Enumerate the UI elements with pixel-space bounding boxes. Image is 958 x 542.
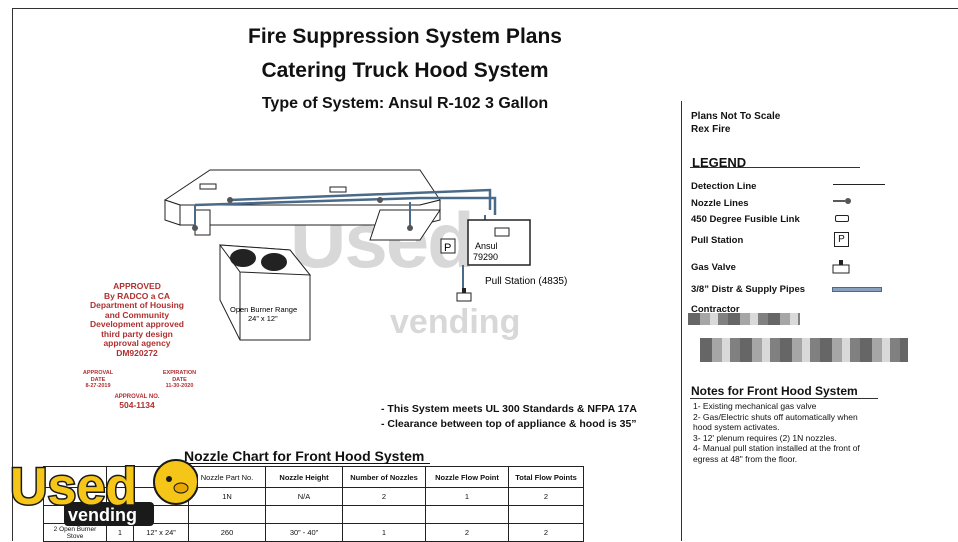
- legend-fusible-link: 450 Degree Fusible Link: [691, 214, 800, 225]
- table-header-row: Nozzle Part No. Nozzle Height Number of …: [43, 466, 584, 488]
- pipe-icon: [832, 287, 882, 292]
- range-size: 24” x 12”: [248, 314, 278, 323]
- cell: [265, 505, 343, 524]
- notes-title: Notes for Front Hood System: [691, 384, 858, 398]
- standards-note: - This System meets UL 300 Standards & N…: [381, 403, 637, 415]
- expiration-date-block: EXPIRATION DATE 11-30-2020: [157, 370, 202, 390]
- legend-title: LEGEND: [692, 155, 747, 170]
- pull-station-icon: P: [834, 232, 849, 247]
- nozzle-icon: [833, 198, 851, 204]
- cell: 1: [342, 523, 426, 542]
- page-border: [12, 8, 958, 541]
- cell: 2: [508, 523, 584, 542]
- nozzle-chart-rule: [184, 463, 430, 464]
- company-name: Rex Fire: [691, 124, 731, 135]
- approval-date-block: APPROVAL DATE 8-27-2019: [78, 370, 118, 390]
- contractor-label: Contractor: [691, 304, 740, 315]
- detection-line-icon: [833, 184, 885, 185]
- stamp-line: DM920272: [116, 347, 158, 358]
- legend-gas-valve: Gas Valve: [691, 262, 736, 273]
- hood-diagram: Ansul 79290 P Pull Station (4835) Open B…: [163, 169, 567, 341]
- cell: N/A: [265, 487, 343, 506]
- watermark-subtext: vending: [390, 303, 521, 341]
- tank-number: 79290: [473, 252, 498, 262]
- expiration-date: 11-30-2020: [165, 383, 194, 389]
- redacted-contractor-line-1: [688, 313, 800, 325]
- legend-pipes: 3/8” Distr & Supply Pipes: [691, 284, 806, 295]
- tank-label: Ansul: [475, 241, 498, 251]
- approval-date-label: APPROVAL DATE: [82, 370, 114, 383]
- cell: [342, 505, 426, 524]
- header-cell: Nozzle Flow Point: [425, 466, 509, 488]
- logo-graphic: Used vending: [9, 457, 199, 526]
- logo-sub: vending: [68, 505, 137, 525]
- legend-rule: [690, 167, 860, 168]
- clearance-note: - Clearance between top of appliance & h…: [381, 418, 637, 430]
- note-item: 4- Manual pull station installed at the …: [693, 443, 860, 464]
- redacted-contractor-line-2: [700, 338, 908, 362]
- cell: [508, 505, 584, 524]
- cell: 1: [425, 487, 509, 506]
- cell: 2: [342, 487, 426, 506]
- title-line-2: Catering Truck Hood System: [261, 59, 549, 82]
- legend-pull-station: Pull Station: [691, 235, 744, 246]
- header-cell: Number of Nozzles: [342, 466, 426, 488]
- cell: 30” - 40”: [265, 523, 343, 542]
- nozzle-chart-title: Nozzle Chart for Front Hood System: [184, 448, 425, 464]
- approval-number: 504-1134: [119, 400, 155, 410]
- cell: 1N: [188, 487, 266, 506]
- table-row: 1N N/A 2 1 2: [43, 487, 584, 506]
- sidebar-divider: [681, 101, 682, 541]
- stamp-line: Department of Housing: [90, 300, 184, 310]
- stamp-line: Development approved: [90, 319, 184, 329]
- approval-stamp: APPROVED By RADCO a CA Department of Hou…: [82, 281, 192, 358]
- notes-rule: [690, 398, 878, 399]
- stamp-line: third party design: [101, 328, 173, 339]
- cell: [425, 505, 509, 524]
- expiration-date-label: EXPIRATION DATE: [162, 370, 197, 383]
- notes-list: 1- Existing mechanical gas valve 2- Gas/…: [693, 401, 893, 464]
- approval-date: 8-27-2019: [85, 383, 111, 389]
- stamp-line: APPROVED: [113, 281, 161, 291]
- system-type: Type of System: Ansul R-102 3 Gallon: [261, 95, 549, 112]
- stamp-line: approval agency: [103, 338, 171, 348]
- cell: 2: [508, 487, 584, 506]
- header-cell: Nozzle Part No.: [188, 466, 266, 488]
- logo-word: Used: [10, 458, 137, 516]
- legend-nozzle-lines: Nozzle Lines: [691, 198, 749, 209]
- approval-number-label: APPROVAL NO.: [114, 394, 160, 400]
- gas-valve-icon: [832, 260, 850, 274]
- legend-detection-line: Detection Line: [691, 181, 757, 192]
- cell: 2: [425, 523, 509, 542]
- cell: [188, 505, 266, 524]
- used-vending-logo: Used vending: [8, 452, 199, 539]
- note-item: 2- Gas/Electric shuts off automatically …: [693, 411, 858, 433]
- note-item: 3- 12' plenum requires (2) 1N nozzles.: [693, 432, 837, 443]
- header-cell: Nozzle Height: [265, 466, 343, 488]
- header-cell: Total Flow Points: [508, 466, 584, 488]
- approval-number-block: APPROVAL NO. 504-1134: [82, 394, 192, 410]
- fusible-link-icon: [835, 215, 849, 222]
- cell: 260: [188, 523, 266, 542]
- stamp-line: By RADCO a CA: [103, 290, 171, 301]
- title-line-1: Fire Suppression System Plans: [248, 25, 562, 48]
- range-label: Open Burner Range: [230, 305, 297, 314]
- note-item: 1- Existing mechanical gas valve: [693, 401, 817, 411]
- scale-note: Plans Not To Scale: [691, 111, 781, 122]
- pull-station-label: Pull Station (4835): [485, 276, 567, 287]
- stamp-line: and Community: [104, 309, 170, 320]
- pull-station-marker: P: [444, 242, 451, 254]
